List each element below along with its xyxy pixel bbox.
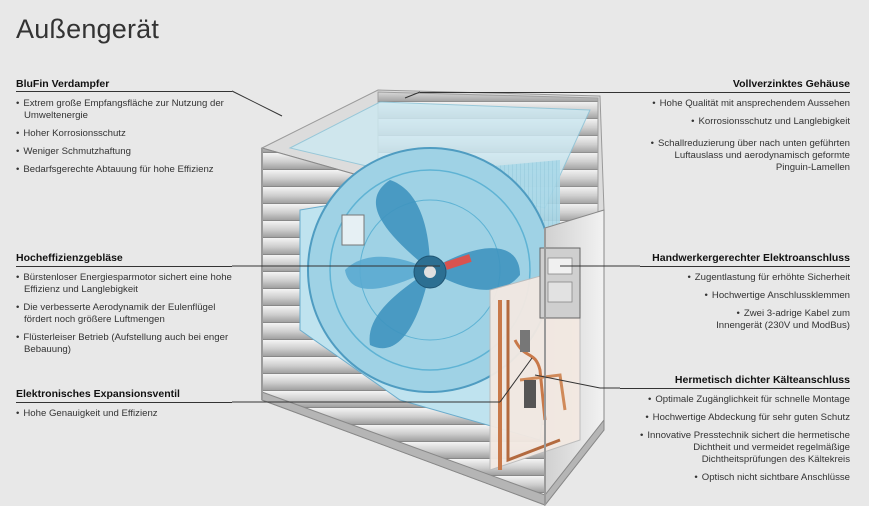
list-item: Zugentlastung für erhöhte Sicherheit	[620, 272, 850, 284]
list-item: Hohe Genauigkeit und Effizienz	[16, 408, 244, 420]
rule-hocheffizienz	[16, 266, 232, 267]
section-heading: Vollverzinktes Gehäuse	[732, 78, 850, 90]
section-kaelteanschluss: Hermetisch dichter Kälteanschluss Optima…	[610, 374, 850, 490]
list-item: Korrosionsschutz und Langlebigkeit	[600, 116, 850, 128]
list-item: Flüsterleiser Betrieb (Aufstellung auch …	[16, 332, 244, 356]
list-item: Optisch nicht sichtbare Anschlüsse	[610, 472, 850, 484]
section-heading: Elektronisches Expansionsventil	[16, 388, 180, 400]
rule-expansion	[16, 402, 232, 403]
list-item: Innovative Presstechnik sichert die herm…	[610, 430, 850, 466]
list-item: Optimale Zugänglichkeit für schnelle Mon…	[610, 394, 850, 406]
section-heading: Hocheffizienzgebläse	[16, 252, 123, 264]
section-heading: Handwerkergerechter Elektroanschluss	[652, 252, 850, 264]
rule-blufin	[16, 91, 232, 92]
page-title: Außengerät	[16, 14, 160, 44]
rule-gehaeuse	[420, 92, 850, 93]
list-item: Hoher Korrosionsschutz	[16, 128, 246, 140]
section-hocheffizienzgeblaese: Hocheffizienzgebläse Bürstenloser Energi…	[16, 252, 244, 362]
section-elektroanschluss: Handwerkergerechter Elektroanschluss Zug…	[620, 252, 850, 338]
section-vollverzinktes-gehaeuse: Vollverzinktes Gehäuse Hohe Qualität mit…	[600, 78, 850, 180]
section-heading: Hermetisch dichter Kälteanschluss	[674, 374, 850, 386]
list-item: Zwei 3-adrige Kabel zum Innengerät (230V…	[620, 308, 850, 332]
list-item: Weniger Schmutzhaftung	[16, 146, 246, 158]
section-heading: BluFin Verdampfer	[16, 78, 110, 90]
rule-kaelte	[620, 388, 850, 389]
list-item: Bürstenloser Energiesparmotor sichert ei…	[16, 272, 244, 296]
list-item: Hochwertige Abdeckung für sehr guten Sch…	[610, 412, 850, 424]
list-item: Hochwertige Anschlussklemmen	[620, 290, 850, 302]
section-expansionsventil: Elektronisches Expansionsventil Hohe Gen…	[16, 388, 244, 426]
rule-elektro	[640, 266, 850, 267]
list-item: Hohe Qualität mit ansprechendem Aussehen	[600, 98, 850, 110]
list-item: Die verbesserte Aerodynamik der Eulenflü…	[16, 302, 244, 326]
list-item: Extrem große Empfangsfläche zur Nutzung …	[16, 98, 246, 122]
list-item: Bedarfsgerechte Abtauung für hohe Effizi…	[16, 164, 246, 176]
section-blufin-verdampfer: BluFin Verdampfer Extrem große Empfangsf…	[16, 78, 246, 182]
list-item: Schallreduzierung über nach unten geführ…	[600, 138, 850, 174]
